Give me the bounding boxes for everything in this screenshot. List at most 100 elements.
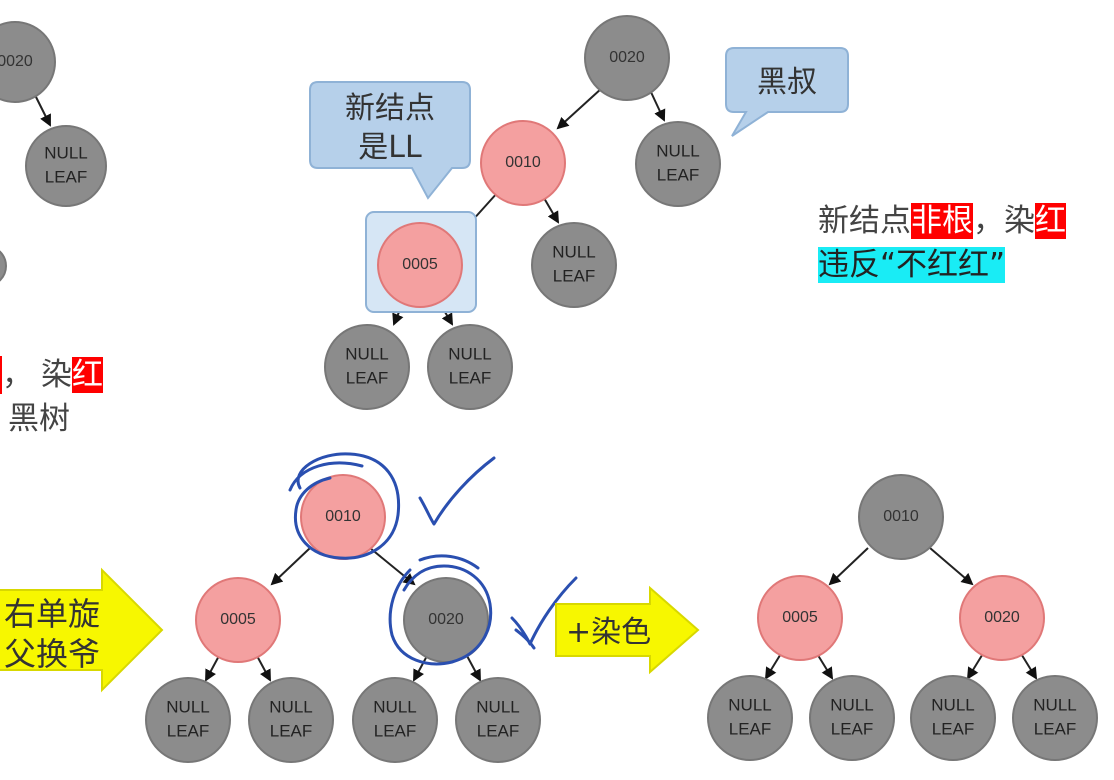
null-leaf-label: NULL — [656, 141, 699, 160]
edge — [764, 651, 783, 680]
null-leaf-node — [707, 675, 793, 761]
edge — [556, 87, 603, 130]
null-leaf-label: NULL — [269, 697, 312, 716]
null-leaf-label: LEAF — [1034, 719, 1077, 738]
null-leaf-label: NULL — [448, 344, 491, 363]
null-leaf-label: LEAF — [932, 719, 975, 738]
null-leaf-node — [635, 121, 721, 207]
node-0005 — [195, 577, 281, 663]
null-leaf-node — [145, 677, 231, 763]
null-leaf-label: NULL — [931, 695, 974, 714]
null-leaf-label: NULL — [552, 242, 595, 261]
null-leaf-label: NULL — [830, 695, 873, 714]
edge — [966, 651, 985, 680]
null-leaf-label: LEAF — [374, 721, 417, 740]
node-label: 0020 — [428, 611, 464, 628]
node-0005 — [377, 222, 463, 308]
note-red-word: 红 — [1035, 203, 1066, 239]
null-leaf-label: NULL — [166, 697, 209, 716]
node-label: 0005 — [402, 256, 438, 273]
recolor-arrow: +染色 — [555, 585, 700, 675]
edge — [465, 653, 481, 682]
rotate-arrow-line1: 右单旋 — [4, 595, 100, 633]
note-red-word: 非根 — [911, 203, 973, 239]
edge — [369, 547, 416, 586]
edge — [205, 653, 221, 682]
callout-line1: 新结点 — [345, 91, 435, 126]
null-leaf-label: NULL — [373, 697, 416, 716]
edge — [1019, 651, 1038, 680]
node-label: 0010 — [325, 508, 361, 525]
null-leaf-node — [455, 677, 541, 763]
circle-mark — [418, 554, 480, 570]
rotate-arrow-line2: 父换爷 — [4, 635, 100, 673]
handwritten-annotations — [288, 452, 578, 666]
checkmark — [418, 456, 496, 526]
null-leaf-label: NULL — [345, 344, 388, 363]
circle-mark — [293, 452, 401, 560]
right-note-line1: 新结点非根，染红 — [818, 202, 1066, 240]
note-text: 新结点 — [818, 203, 911, 239]
node-0010 — [480, 120, 566, 206]
node-label: 0020 — [0, 53, 33, 70]
circle-mark — [388, 564, 493, 666]
null-leaf-node — [324, 324, 410, 410]
left-note-line2: 黑树 — [8, 400, 70, 438]
left-note-line1: ​，染红 — [0, 356, 103, 394]
edge — [413, 653, 429, 682]
right-note-line2: 违反“不红红” — [818, 246, 1006, 284]
callout-line2: 是LL — [358, 130, 422, 165]
node-label: 0020 — [609, 49, 645, 66]
null-leaf-label: LEAF — [553, 266, 596, 285]
node-label: 0005 — [782, 609, 818, 626]
callout-text: 黑叔 — [757, 65, 817, 100]
null-leaf-node — [248, 677, 334, 763]
edge — [929, 547, 974, 586]
partial-node — [0, 250, 7, 282]
null-leaf-label: LEAF — [831, 719, 874, 738]
node-0005 — [757, 575, 843, 661]
null-leaf-label: NULL — [728, 695, 771, 714]
red-highlight-fragment: ​ — [0, 356, 2, 394]
null-leaf-label: NULL — [1033, 695, 1076, 714]
note-text: ，染 — [973, 203, 1035, 239]
edge — [649, 89, 666, 122]
node-label: 0020 — [984, 609, 1020, 626]
null-leaf-label: NULL — [44, 143, 87, 162]
node-label: 0010 — [883, 508, 919, 525]
callout-black-uncle: 黑叔 — [725, 47, 849, 137]
null-leaf-node — [25, 125, 107, 207]
null-leaf-node — [809, 675, 895, 761]
null-leaf-label: LEAF — [449, 368, 492, 387]
circle-mark — [288, 461, 364, 492]
null-leaf-label: LEAF — [45, 167, 88, 186]
node-0010 — [858, 474, 944, 560]
null-leaf-label: LEAF — [346, 368, 389, 387]
null-leaf-label: NULL — [476, 697, 519, 716]
top-tree: 0020 0010 NULL LEAF 0005 NULL LEAF NULL … — [324, 15, 721, 410]
null-leaf-node — [427, 324, 513, 410]
null-leaf-node — [352, 677, 438, 763]
note-word: 染 — [41, 357, 72, 393]
edge — [828, 547, 869, 586]
checkmark — [514, 628, 536, 650]
edge — [34, 94, 51, 127]
edge — [255, 653, 271, 682]
null-leaf-label: LEAF — [657, 165, 700, 184]
bottom-tree-right: 0010 0005 0020 NULL LEAF NULL LEAF NULL … — [707, 474, 1098, 761]
node-0020-fragment — [0, 21, 56, 103]
note-text: 黑树 — [8, 401, 70, 437]
note-comma: ， — [2, 357, 33, 393]
edge — [543, 197, 560, 224]
null-leaf-label: LEAF — [167, 721, 210, 740]
null-leaf-label: LEAF — [729, 719, 772, 738]
bottom-tree-middle: 0010 0005 0020 NULL LEAF NULL LEAF NULL … — [145, 474, 541, 763]
node-label: 0010 — [505, 154, 541, 171]
node-0020 — [959, 575, 1045, 661]
edge — [270, 547, 311, 586]
null-leaf-node — [531, 222, 617, 308]
callout-new-node-ll: 新结点 是LL — [309, 81, 471, 200]
null-leaf-node — [910, 675, 996, 761]
null-leaf-label: LEAF — [270, 721, 313, 740]
recolor-arrow-label: +染色 — [566, 615, 651, 650]
